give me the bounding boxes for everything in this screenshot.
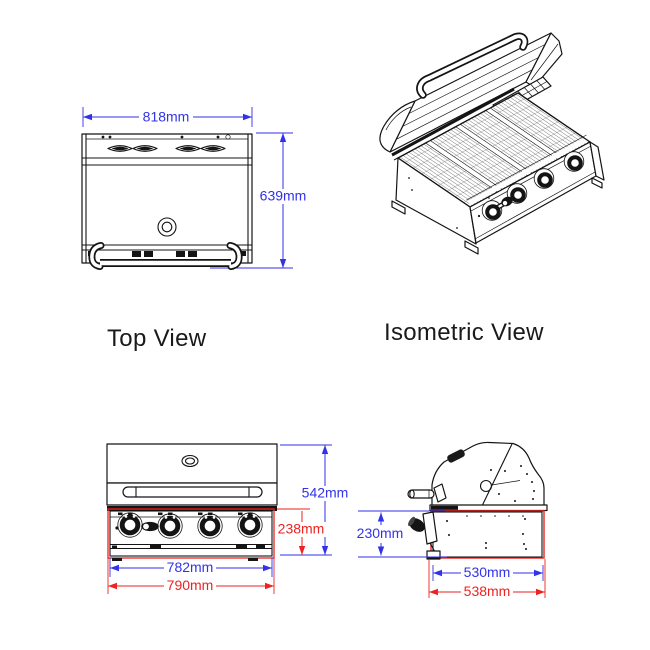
side-knob — [408, 511, 441, 560]
top-view-drawing: 818mm 639mm — [81, 107, 310, 270]
temperature-gauge — [157, 217, 177, 237]
burner-knob-3 — [197, 513, 223, 539]
iso-grate-surface — [396, 92, 592, 208]
drip-tray — [110, 543, 272, 550]
side-body — [408, 510, 545, 560]
igniter-button — [141, 521, 159, 532]
dim-790-label: 790mm — [167, 577, 214, 593]
side-handle — [407, 483, 447, 503]
side-rivets-hood — [490, 465, 535, 502]
dim-230-label: 230mm — [357, 525, 404, 541]
front-hood — [106, 443, 278, 511]
top-view-depth-dimension: 639mm — [210, 132, 310, 269]
front-body-width-dimension: 782mm — [109, 558, 273, 577]
dim-782-label: 782mm — [167, 559, 214, 575]
iso-hood-handle — [416, 32, 529, 99]
dim-639-label: 639mm — [260, 188, 307, 204]
side-rivets-body — [446, 515, 527, 550]
dim-530-label: 530mm — [464, 564, 511, 580]
side-body-depth-dimension: 530mm — [432, 564, 544, 581]
front-body-height-dimension: 238mm — [276, 508, 328, 555]
side-overall-depth-dimension: 538mm — [428, 559, 546, 600]
side-body-height-dimension: 230mm — [357, 510, 447, 558]
front-view-drawing: 542mm 238mm 782mm 790mm — [106, 443, 351, 594]
dim-542-label: 542mm — [302, 485, 349, 501]
dim-538-label: 538mm — [464, 583, 511, 599]
hood-handle-top — [88, 242, 243, 270]
burner-knob-4 — [237, 512, 263, 538]
hood-vents — [107, 145, 226, 152]
isometric-view-label: Isometric View — [384, 319, 544, 346]
top-rivets — [101, 134, 231, 140]
side-gauge-bump — [447, 449, 465, 463]
dim-238-label: 238mm — [278, 521, 325, 537]
dim-818-label: 818mm — [143, 109, 190, 125]
front-overall-width-dimension: 790mm — [107, 558, 275, 594]
side-view-drawing: 230mm 530mm 538mm — [357, 441, 548, 600]
iso-body — [391, 141, 605, 255]
front-hood-handle — [122, 486, 263, 498]
iso-hood — [379, 32, 563, 153]
front-control-panel — [107, 508, 275, 561]
iso-burner-knobs — [481, 151, 585, 221]
side-hood — [407, 441, 545, 508]
side-shelf — [429, 504, 548, 512]
panel-vent-dashes — [118, 512, 253, 516]
burner-knob-2 — [157, 513, 183, 539]
top-view-width-dimension: 818mm — [82, 107, 253, 127]
burner-knob-1 — [117, 512, 143, 538]
isometric-view-drawing — [379, 32, 605, 255]
grill-top-outline — [81, 133, 253, 270]
front-total-height-dimension: 542mm — [280, 444, 351, 556]
top-view-label: Top View — [107, 325, 207, 352]
